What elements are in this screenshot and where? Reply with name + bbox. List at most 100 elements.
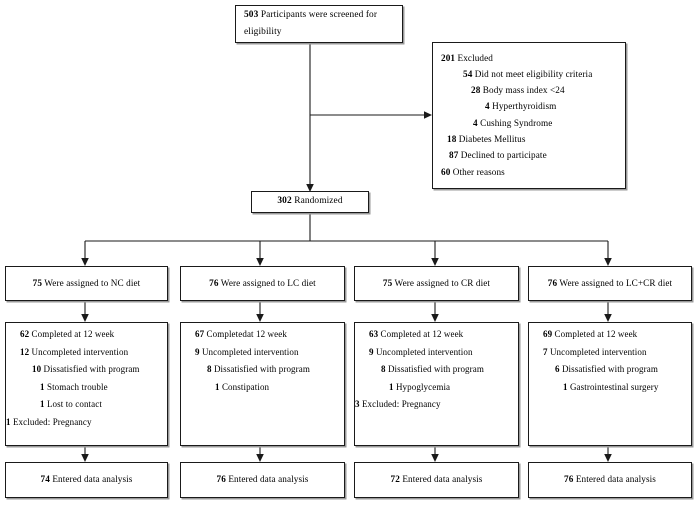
arrowhead-analysis-lccr xyxy=(604,454,612,462)
line-text: Cushing Syndrome xyxy=(477,117,553,128)
count-value: 1 xyxy=(40,399,45,409)
box-screened-for-eligibility: 503 Participants were screened for eligi… xyxy=(235,5,403,43)
line-text: Constipation xyxy=(219,381,270,392)
count-value: 63 xyxy=(369,329,379,339)
analysis-label-lccr: 76 Entered data analysis xyxy=(564,474,656,485)
box-assigned-nc: 75 Were assigned to NC diet xyxy=(5,266,168,301)
line-text: Completed at 12 week xyxy=(552,329,638,339)
line-text: Excluded: Pregnancy xyxy=(10,416,92,427)
box-details-lccr: 69 Completed at 12 week 7 Uncompleted int… xyxy=(528,322,692,446)
arrowhead-excluded xyxy=(424,111,432,119)
line-text: Completed at 12 week xyxy=(29,329,115,339)
line-text: Uncompleted intervention xyxy=(373,346,473,357)
line-text: Uncompleted intervention xyxy=(29,346,129,357)
excluded-item: 4 Hyperthyroidism xyxy=(441,102,619,112)
arrowhead-assign-lccr xyxy=(604,258,612,266)
line-text: Completed at 12 week xyxy=(378,329,464,339)
count-value: 3 xyxy=(355,399,360,409)
box-analysis-lccr: 76 Entered data analysis xyxy=(528,462,692,498)
line-text: Uncompleted intervention xyxy=(547,346,647,357)
detail-item: 1 Stomach trouble xyxy=(6,381,167,392)
arrowhead-analysis-cr xyxy=(431,454,439,462)
count-value: 8 xyxy=(381,364,386,374)
box-analysis-cr: 72 Entered data analysis xyxy=(354,462,519,498)
line-text: Dissatisfied with program xyxy=(559,364,658,374)
count-value: 69 xyxy=(543,329,553,339)
count-value: 1 xyxy=(40,381,45,392)
count-value: 1 xyxy=(563,381,568,392)
detail-item: 62 Completed at 12 week xyxy=(6,330,167,339)
analysis-label-lc: 76 Entered data analysis xyxy=(216,474,309,485)
detail-item: 8 Dissatisfied with program xyxy=(355,365,518,374)
assigned-label-cr: 75 Were assigned to CR diet xyxy=(382,277,491,288)
arrowhead-assign-lc xyxy=(256,258,264,266)
detail-item: 7 Uncompleted intervention xyxy=(529,346,691,357)
detail-item: 3 Excluded: Pregnancy xyxy=(355,400,518,409)
count-value: 67 xyxy=(195,329,205,339)
line-text: Dissatisfied with program xyxy=(385,364,484,374)
count-value: 54 xyxy=(463,68,473,79)
line-text: Diabetes Mellitus xyxy=(456,134,526,145)
assigned-label-lccr: 76 Were assigned to LC+CR diet xyxy=(547,277,673,288)
arrowhead-detail-nc xyxy=(81,314,89,322)
line-text: Uncompleted intervention xyxy=(199,346,299,357)
analysis-label-nc: 74 Entered data analysis xyxy=(40,474,133,485)
arrowhead-assign-cr xyxy=(431,258,439,266)
detail-item: 1 Gastrointestinal surgery xyxy=(529,381,691,392)
line-text: Body mass index <24 xyxy=(480,85,565,96)
randomized-line: 302 Randomized xyxy=(277,196,343,207)
box-analysis-nc: 74 Entered data analysis xyxy=(5,462,168,498)
count-value: 7 xyxy=(543,346,548,357)
line-text: Excluded: Pregnancy xyxy=(359,399,441,409)
box-details-nc: 62 Completed at 12 week 12 Uncompleted in… xyxy=(5,322,168,446)
assigned-label-nc: 75 Were assigned to NC diet xyxy=(32,277,141,288)
box-assigned-lccr: 76 Were assigned to LC+CR diet xyxy=(528,266,692,301)
arrowhead-detail-lccr xyxy=(604,314,612,322)
count-value: 9 xyxy=(369,346,374,357)
box-assigned-lc: 76 Were assigned to LC diet xyxy=(180,266,345,301)
count-value: 4 xyxy=(473,117,478,128)
box-excluded: 201 Excluded 54 Did not meet eligibility … xyxy=(432,42,626,189)
assigned-label-lc: 76 Were assigned to LC diet xyxy=(209,277,316,288)
detail-item: 69 Completed at 12 week xyxy=(529,330,691,339)
detail-item: 9 Uncompleted intervention xyxy=(355,346,518,357)
box-analysis-lc: 76 Entered data analysis xyxy=(180,462,345,498)
arrowhead-assign-nc xyxy=(81,258,89,266)
count-value: 6 xyxy=(555,364,560,374)
detail-item: 67 Completedat 12 week xyxy=(181,330,344,339)
excluded-item: 4 Cushing Syndrome xyxy=(441,117,619,129)
detail-item: 1 Lost to contact xyxy=(6,400,167,409)
detail-item: 6 Dissatisfied with program xyxy=(529,365,691,374)
line-text: Excluded xyxy=(455,52,493,63)
count-value: 201 xyxy=(441,52,456,63)
count-value: 60 xyxy=(441,166,451,177)
count-value: 1 xyxy=(215,381,220,392)
arrowhead-analysis-nc xyxy=(81,454,89,462)
excluded-item: 54 Did not meet eligibility criteria xyxy=(441,68,619,80)
count-value: 1 xyxy=(389,381,394,392)
line-text: Gastrointestinal surgery xyxy=(567,381,659,392)
line-text: Other reasons xyxy=(450,166,505,177)
count-value: 87 xyxy=(449,150,459,161)
detail-item: 1 Constipation xyxy=(181,381,344,392)
excluded-item: 60 Other reasons xyxy=(441,166,619,178)
arrowhead-detail-cr xyxy=(431,314,439,322)
detail-item: 12 Uncompleted intervention xyxy=(6,346,167,357)
box-assigned-cr: 75 Were assigned to CR diet xyxy=(354,266,519,301)
line-text: Dissatisfied with program xyxy=(41,364,140,374)
box-details-cr: 63 Completed at 12 week 9 Uncompleted int… xyxy=(354,322,519,446)
line-text: Lost to contact xyxy=(44,399,102,409)
excluded-item: 87 Declined to participate xyxy=(441,150,619,161)
screened-line-1: 503 Participants were screened for xyxy=(244,9,378,20)
line-text: Hypoglycemia xyxy=(393,381,451,392)
excluded-item: 28 Body mass index <24 xyxy=(441,85,619,96)
excluded-item: 18 Diabetes Mellitus xyxy=(441,134,619,145)
count-value: 4 xyxy=(485,101,490,112)
box-randomized: 302 Randomized xyxy=(251,191,369,213)
detail-item: 1 Hypoglycemia xyxy=(355,381,518,392)
count-value: 1 xyxy=(6,416,11,427)
detail-item: 9 Uncompleted intervention xyxy=(181,346,344,357)
detail-item: 1 Excluded: Pregnancy xyxy=(6,416,167,427)
count-value: 28 xyxy=(471,85,481,96)
